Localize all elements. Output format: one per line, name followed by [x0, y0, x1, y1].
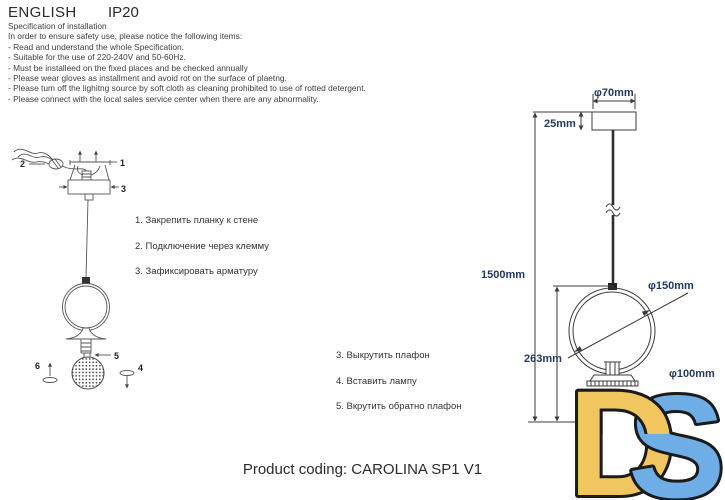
- ip-rating: IP20: [108, 4, 139, 21]
- mounting-bracket: [69, 150, 111, 181]
- lamp-socket: [80, 338, 92, 359]
- lamp-step: 3. Выкрутить плафон: [336, 350, 430, 361]
- spec-item: - Must be installeed on the fixed places…: [8, 62, 248, 73]
- part-label-2: 2: [20, 159, 25, 169]
- install-steps-list: 1. Закрепить планку к стене 2. Подключен…: [135, 215, 269, 292]
- cable-grip: [82, 277, 90, 284]
- canopy-outline: [591, 111, 637, 131]
- spec-item: - Suitable for the use of 220-240V and 5…: [8, 52, 186, 63]
- screw-symbol: [119, 370, 135, 389]
- ring-diameter-label: φ150mm: [648, 280, 694, 292]
- install-step: 3. Зафиксировать арматуру: [135, 266, 258, 277]
- canopy-height-label: 25mm: [544, 118, 576, 130]
- part-label-4: 4: [138, 363, 143, 373]
- brand-logo: D S D: [565, 356, 725, 500]
- canopy-diameter-label: φ70mm: [594, 87, 634, 99]
- canopy-diameter-dim: [592, 94, 636, 109]
- logo-letter-d: D: [568, 359, 676, 500]
- suspension-cable: [85, 199, 89, 279]
- installation-diagram: 1 2 3 5 6 4: [11, 148, 143, 390]
- ceiling-canopy: [59, 179, 119, 201]
- spec-item: - Read and understand the whole Specific…: [8, 41, 184, 52]
- language-title: ENGLISH: [8, 4, 77, 21]
- spec-title: Specification of installation: [8, 21, 107, 31]
- part-label-1: 1: [120, 158, 125, 168]
- part-label-6: 6: [35, 361, 40, 371]
- logo-letter-s: S: [628, 365, 725, 500]
- ribbed-base: [586, 374, 639, 387]
- spec-item: - Please connect with the local sales se…: [8, 93, 319, 104]
- ring-frame: [62, 283, 110, 331]
- install-step: 1. Закрепить планку к стене: [135, 215, 259, 226]
- ring-diameter-dim: [567, 292, 689, 359]
- logo-letter-d-overlap: D: [568, 359, 676, 500]
- unscrew-symbol: [42, 362, 58, 383]
- spec-intro: In order to ensure safety use, please no…: [8, 31, 243, 42]
- cable-length-label: 1500mm: [481, 269, 525, 281]
- part-label-5: 5: [114, 351, 119, 361]
- socket-outline: [604, 361, 621, 376]
- part-label-3: 3: [121, 184, 126, 194]
- fixture-height-dim: [553, 285, 614, 422]
- bell-holder: [65, 327, 107, 340]
- pendant-cable: [605, 130, 621, 283]
- wire-connector: [48, 158, 64, 170]
- spec-item: - Please tum off the lighitng source by …: [8, 83, 366, 94]
- product-coding: Product coding: CAROLINA SP1 V1: [242, 461, 483, 478]
- fixture-height-label: 263mm: [524, 353, 562, 365]
- install-step: 2. Подключение через клемму: [135, 240, 270, 252]
- lamp-step: 4. Вставить лампу: [336, 375, 417, 387]
- glass-shade-sphere: [71, 356, 105, 390]
- spec-item: - Please wear gloves as installment and …: [8, 73, 287, 84]
- specification-block: Specification of installation In order t…: [8, 21, 366, 104]
- dimension-drawing: φ70mm 25mm φ150mm 263mm 1500mm: [481, 87, 715, 423]
- lamp-step: 5. Вкрутить обратно плафон: [336, 401, 462, 412]
- lamp-steps-list: 3. Выкрутить плафон 4. Вставить лампу 5.…: [336, 350, 462, 427]
- shade-diameter-label: φ100mm: [669, 368, 715, 380]
